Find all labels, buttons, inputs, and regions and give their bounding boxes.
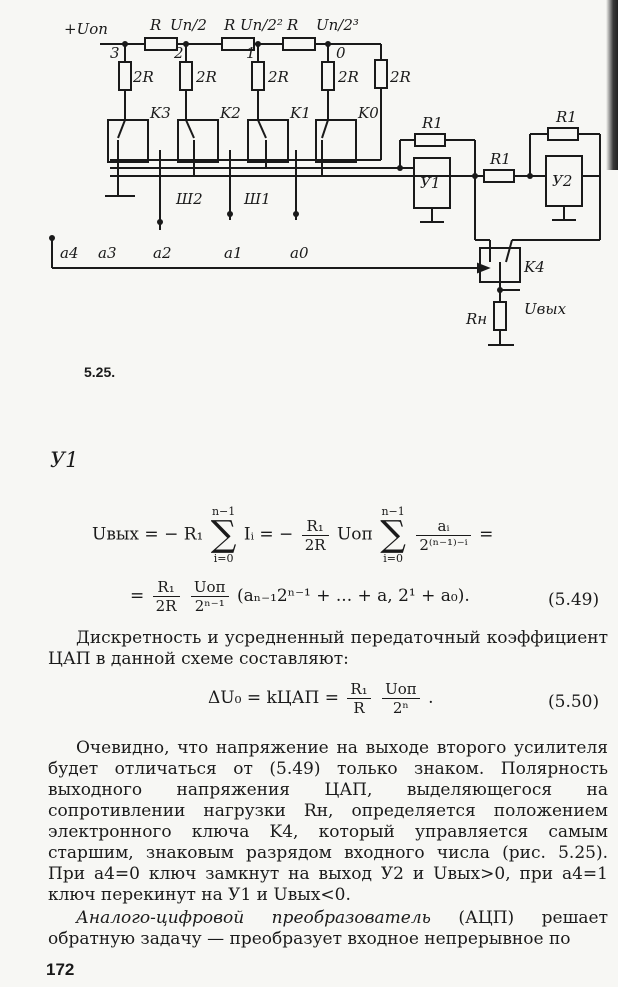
shunt-r-0: 2R <box>337 68 359 86</box>
adc-rest: (АЦП) решает обратную задачу — преобразу… <box>48 908 608 949</box>
adc-term: Аналого-цифровой преобразователь <box>76 908 431 928</box>
paragraph-text: Очевидно, что напряжение на выходе второ… <box>48 738 608 905</box>
key-k1: K1 <box>289 104 311 122</box>
equation-5-49-line2: = R₁ 2R Uоп 2ⁿ⁻¹ (aₙ₋₁2ⁿ⁻¹ + ... + a, 2¹… <box>130 578 470 615</box>
equation-number-5-49: (5.49) <box>548 590 600 610</box>
node-number-3: 3 <box>110 44 120 62</box>
paragraph-polarity: Очевидно, что напряжение на выходе второ… <box>48 738 608 906</box>
eq49-term1: Iᵢ = − <box>243 524 294 545</box>
eq49-lhs: Uвых = − R₁ <box>92 524 204 545</box>
feedback-r1-a: R1 <box>421 114 443 132</box>
sigma-icon: ∑ <box>380 514 406 555</box>
feedback-r1-b: R1 <box>489 150 511 168</box>
paragraph-text: Дискретность и усредненный передаточный … <box>48 628 608 669</box>
sum2-lower: i=0 <box>383 552 403 565</box>
sum-sign-1: n−1 ∑ i=0 <box>211 506 237 564</box>
amp-y1: У1 <box>420 174 440 192</box>
frac-r1-2r-b: R₁ 2R <box>152 578 180 615</box>
shunt-r-1: 2R <box>267 68 289 86</box>
paragraph-text: Аналого-цифровой преобразователь (АЦП) р… <box>48 908 608 950</box>
amplifier-heading: У1 <box>50 448 79 472</box>
ladder-r-1: R <box>149 16 161 34</box>
key-k0: K0 <box>357 104 379 122</box>
supply-label: +Uоп <box>64 20 108 38</box>
shunt-r-3: 2R <box>132 68 154 86</box>
equation-number-5-50: (5.50) <box>548 692 600 712</box>
eq49-line2-start: = <box>130 586 145 606</box>
frac-ai-pow: aᵢ 2⁽ⁿ⁻¹⁾⁻ⁱ <box>416 517 471 554</box>
node-number-2: 2 <box>173 44 184 62</box>
node-voltage-2: Uп/2² <box>240 16 283 34</box>
eq49-line2-tail: (aₙ₋₁2ⁿ⁻¹ + ... + a, 2¹ + a₀). <box>236 586 470 606</box>
bus-sh2: Ш2 <box>175 190 203 208</box>
input-a3: a3 <box>98 244 117 262</box>
ladder-r-3: R <box>286 16 298 34</box>
frac-r1-2r: R₁ 2R <box>301 517 329 554</box>
sign-key-k4: K4 <box>523 258 545 276</box>
input-a1: a1 <box>224 244 243 262</box>
sum1-upper: n−1 <box>211 505 236 518</box>
eq49-equals: = <box>479 524 494 545</box>
input-a0: a0 <box>290 244 309 262</box>
output-voltage-label: Uвых <box>524 300 567 318</box>
node-number-1: 1 <box>246 44 256 62</box>
equation-5-50: ΔU₀ = kЦАП = R₁ R Uоп 2ⁿ . <box>208 680 434 717</box>
sum2-upper: n−1 <box>381 505 405 518</box>
shunt-r-2: 2R <box>195 68 217 86</box>
frac-uop-2n: Uоп 2ⁿ <box>382 680 420 717</box>
figure-label: 5.25. <box>84 364 116 380</box>
paragraph-discreteness: Дискретность и усредненный передаточный … <box>48 628 608 670</box>
amp-y2: У2 <box>552 172 572 190</box>
page-edge-shadow <box>606 0 618 170</box>
node-number-0: 0 <box>336 44 346 62</box>
bus-sh1: Ш1 <box>243 190 271 208</box>
frac-uop-pow: Uоп 2ⁿ⁻¹ <box>190 578 229 615</box>
eq49-uop: Uоп <box>336 524 373 545</box>
key-k2: K2 <box>219 104 241 122</box>
eq50-end: . <box>428 688 434 708</box>
sum-sign-2: n−1 ∑ i=0 <box>380 506 406 564</box>
node-voltage-1: Uп/2 <box>170 16 207 34</box>
ladder-r-2: R <box>223 16 235 34</box>
key-k3: K3 <box>149 104 171 122</box>
shunt-r-end: 2R <box>389 68 411 86</box>
sum1-lower: i=0 <box>213 552 234 565</box>
node-voltage-3: Uп/2³ <box>316 16 359 34</box>
load-resistor-label: Rн <box>465 310 487 328</box>
dac-circuit-diagram: +Uоп R R R Uп/2 Uп/2² Uп/2³ 3 2 1 0 2R 2… <box>49 16 601 346</box>
input-a4: a4 <box>60 244 79 262</box>
frac-r1-r: R₁ R <box>347 680 371 717</box>
equation-5-49-line1: Uвых = − R₁ n−1 ∑ i=0 Iᵢ = − R₁ 2R Uоп n… <box>92 506 493 564</box>
input-a2: a2 <box>153 244 172 262</box>
sigma-icon: ∑ <box>210 514 237 555</box>
feedback-r1-c: R1 <box>555 108 577 126</box>
paragraph-adc: Аналого-цифровой преобразователь (АЦП) р… <box>48 908 608 950</box>
page-number: 172 <box>46 960 75 979</box>
eq50-lhs: ΔU₀ = kЦАП = <box>208 688 339 708</box>
